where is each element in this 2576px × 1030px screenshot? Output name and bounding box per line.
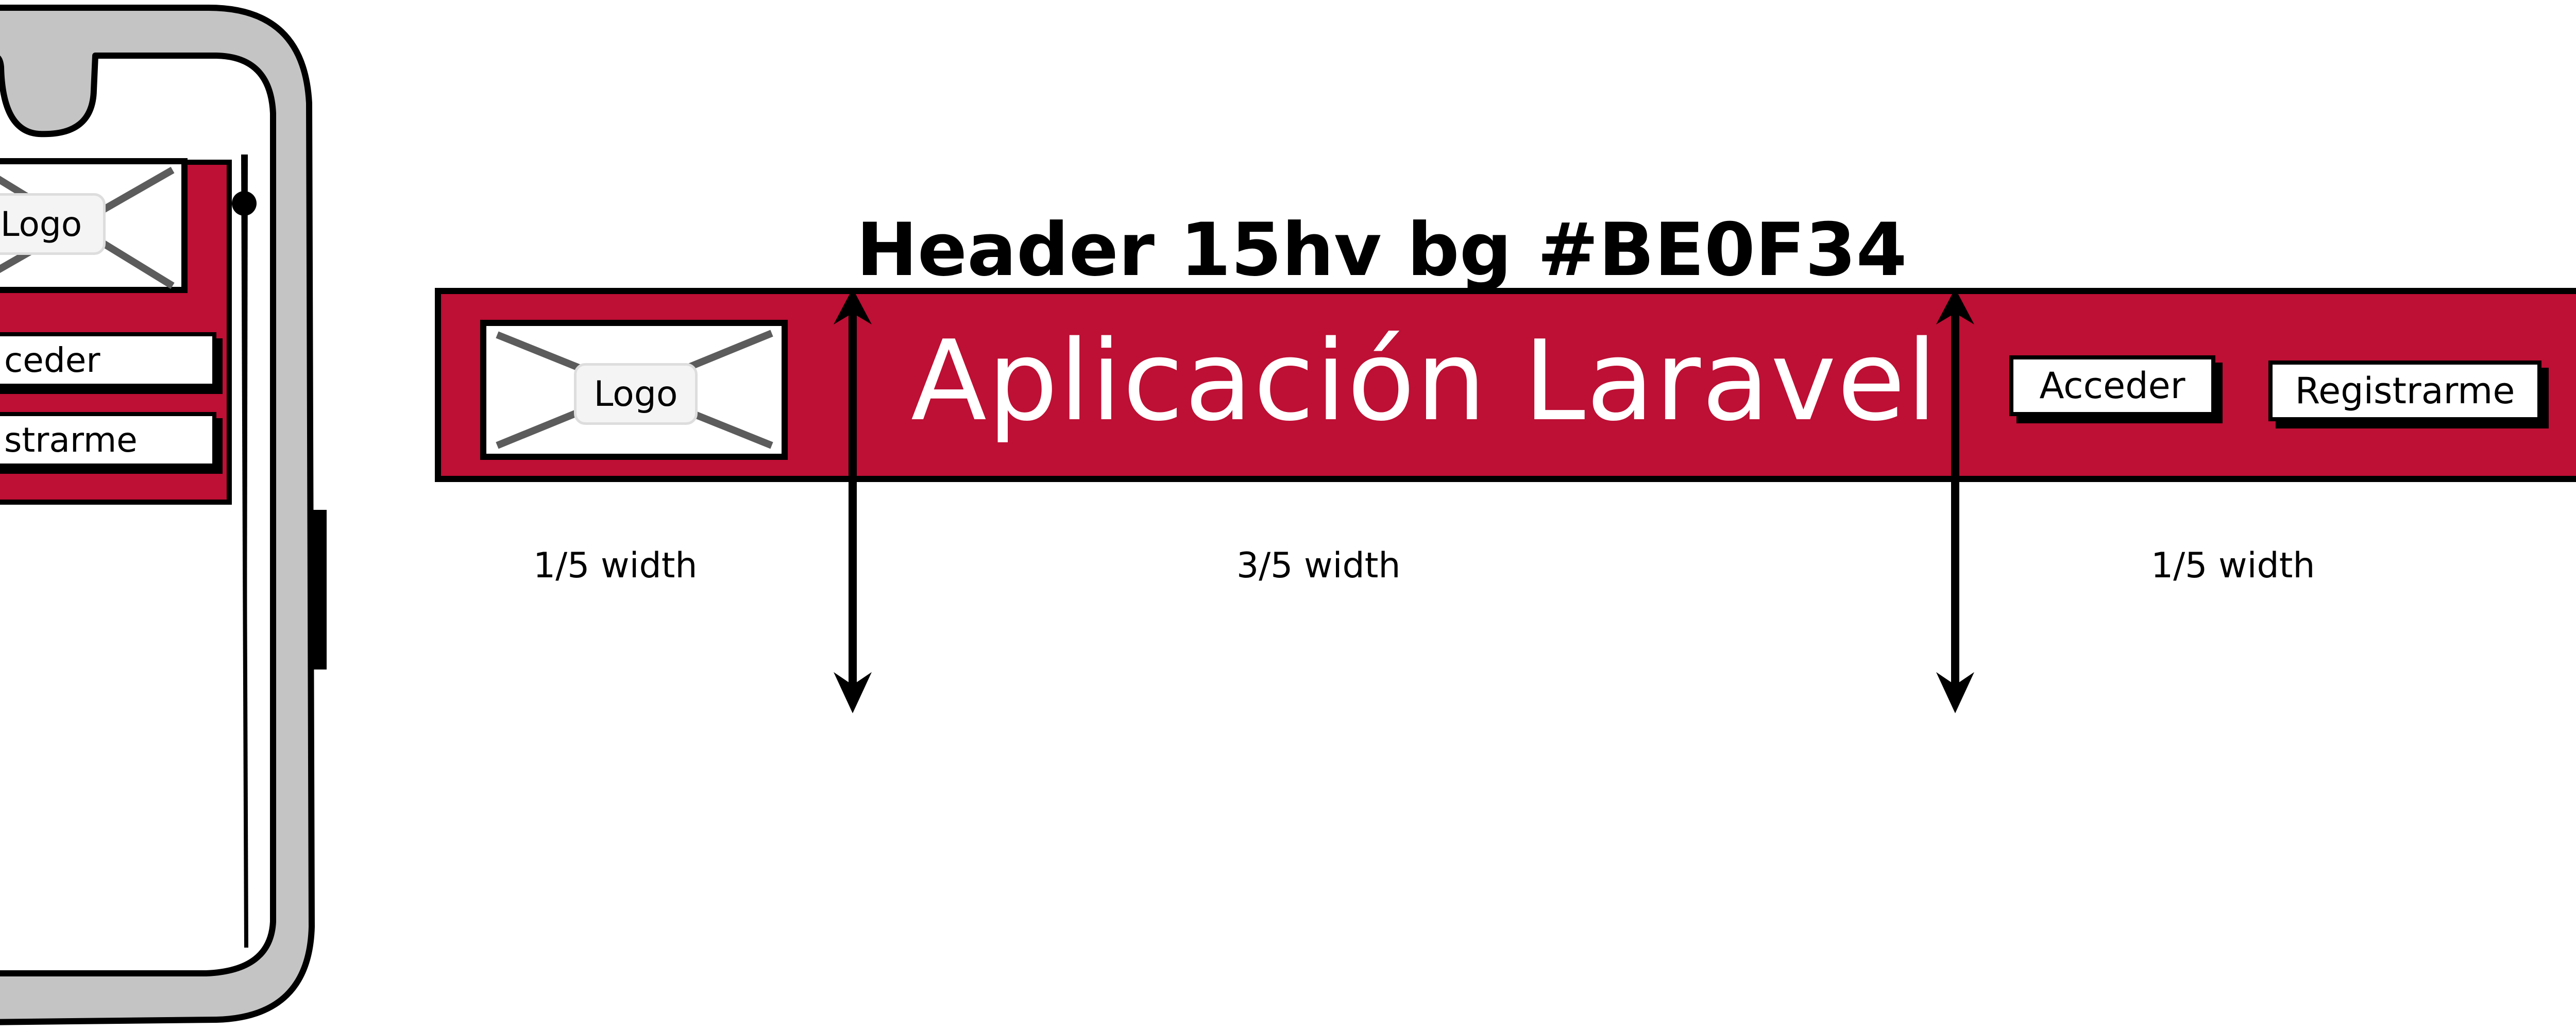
phone-frame: [0, 5, 315, 1025]
double-arrow-icon: [834, 288, 872, 713]
phone-side-button: [311, 510, 327, 670]
phone-scrollbar-thumb[interactable]: [232, 191, 257, 216]
phone-scrollbar-track: [244, 154, 248, 680]
desktop-header: [435, 288, 2576, 482]
phone-mockup: [0, 5, 327, 1025]
double-arrow-icon: [1936, 288, 1974, 713]
header-bar: [435, 288, 2576, 482]
